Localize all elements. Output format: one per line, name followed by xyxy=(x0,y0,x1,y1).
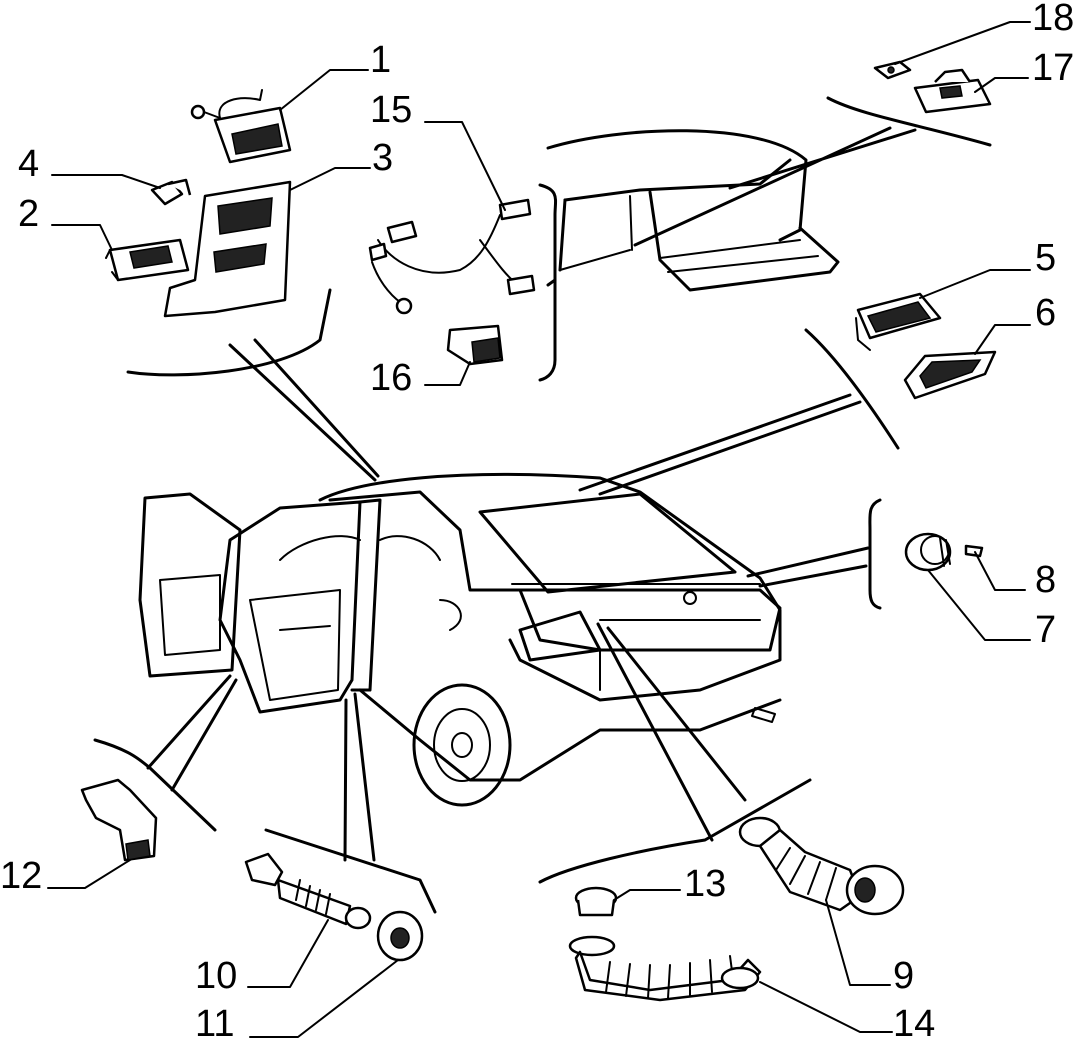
part-7-tailgate-button xyxy=(904,532,952,572)
part-3-cover-panel xyxy=(163,180,292,318)
part-1-interior-lamp xyxy=(190,89,292,164)
label-18: 18 xyxy=(1032,0,1074,39)
leader-line-tailgate-to-7-8 xyxy=(746,546,870,588)
label-16: 16 xyxy=(370,357,412,399)
label-6: 6 xyxy=(1035,292,1056,334)
part-2-switch-panel xyxy=(105,238,190,282)
label-17: 17 xyxy=(1032,47,1074,89)
label-1: 1 xyxy=(370,39,391,81)
label-7: 7 xyxy=(1035,609,1056,651)
part-16-switch xyxy=(446,324,504,366)
luggage-compartment-view xyxy=(546,129,840,292)
group-bracket-10-11 xyxy=(264,828,437,914)
part-13-plug xyxy=(574,886,618,917)
part-11-gasket xyxy=(376,910,424,962)
label-14: 14 xyxy=(893,1003,935,1038)
part-9-conduit xyxy=(738,816,905,916)
part-12-grommet xyxy=(80,778,158,862)
label-9: 9 xyxy=(893,955,914,997)
label-3: 3 xyxy=(372,137,393,179)
leader-line-car-to-right-group xyxy=(578,393,862,496)
label-2: 2 xyxy=(18,193,39,235)
part-17-lamp-housing xyxy=(913,68,992,114)
leader-line-pillar-to-10 xyxy=(343,692,376,862)
label-11: 11 xyxy=(195,1003,234,1038)
part-15-wiring-harness xyxy=(368,198,536,315)
label-15: 15 xyxy=(370,89,412,131)
leader-line-car-to-bottom-right xyxy=(596,622,747,842)
group-bracket-13-14-9 xyxy=(538,778,812,884)
part-10-door-switch xyxy=(244,852,372,930)
label-13: 13 xyxy=(684,863,726,905)
group-bracket-right xyxy=(804,328,900,450)
label-8: 8 xyxy=(1035,559,1056,601)
part-5-lamp xyxy=(855,292,942,351)
label-4: 4 xyxy=(18,143,39,185)
leader-line-door-to-12 xyxy=(146,674,238,792)
group-bracket-middle xyxy=(538,183,558,382)
part-4-bulb-holder xyxy=(150,178,192,206)
car-body xyxy=(138,472,782,807)
group-bracket-left xyxy=(126,288,332,377)
label-leaders xyxy=(47,21,1031,1038)
leader-line-compartment-to-17 xyxy=(633,126,917,247)
part-18-bulb xyxy=(873,60,912,80)
part-14-conduit xyxy=(568,935,762,1002)
part-6-lamp-lens xyxy=(903,350,997,400)
group-bracket-17-18 xyxy=(826,96,992,147)
label-5: 5 xyxy=(1035,237,1056,279)
leader-line-car-to-left-group xyxy=(228,338,380,482)
label-10: 10 xyxy=(195,955,237,997)
label-12: 12 xyxy=(0,855,42,897)
part-8-bulb xyxy=(964,544,984,558)
group-bracket-7-8 xyxy=(868,498,882,610)
